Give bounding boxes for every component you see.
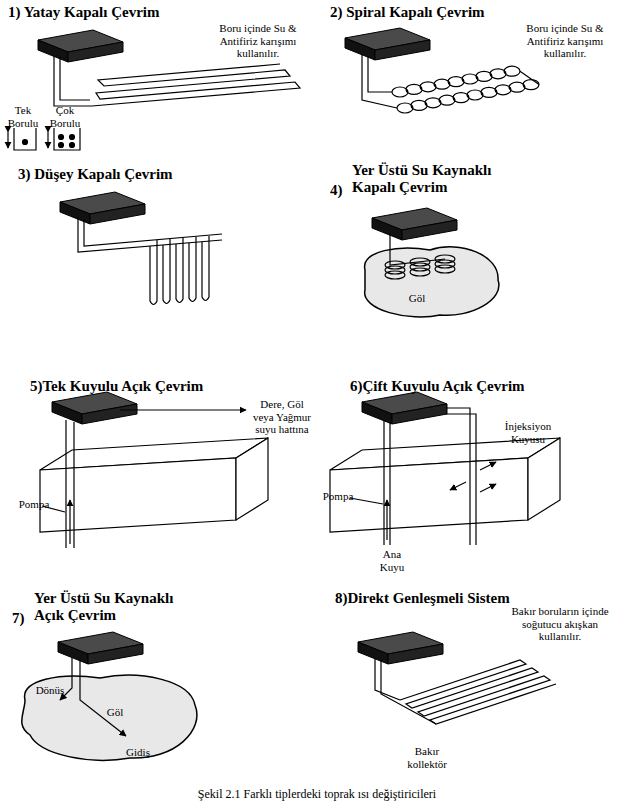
horizontal-loop [54, 56, 300, 106]
panel-title: Yer Üstü Su Kaynaklı Açık Çevrim [34, 590, 199, 625]
return-pipe [368, 56, 392, 92]
heat-pump-unit [362, 392, 447, 424]
flow-arrow [450, 482, 466, 490]
lake [22, 675, 197, 760]
note-text: Dere, Göl veya Yağmur suyu hattına [250, 398, 314, 436]
part-label: Göl [402, 292, 432, 305]
leader-line [350, 498, 383, 504]
panel-title: 1) Yatay Kapalı Çevrim [8, 4, 208, 21]
vertical-u-tube [150, 240, 157, 305]
heat-pump-unit [358, 632, 443, 664]
vertical-u-tube [202, 236, 209, 301]
flow-arrow [480, 462, 496, 470]
panel-title: 8)Direkt Genleşmeli Sistem [335, 590, 575, 607]
heat-pump-unit [372, 208, 457, 240]
ground-slab [236, 438, 268, 520]
callout-number: 7) [12, 610, 34, 627]
pipe-dot [59, 143, 64, 148]
vertical-u-tube [163, 239, 170, 304]
vertical-u-tube [176, 238, 183, 303]
part-label: Tek Borulu [2, 104, 44, 129]
panel-title: 2) Spiral Kapalı Çevrim [330, 4, 550, 21]
pipe-dot [23, 140, 28, 145]
part-label: Pompa [318, 490, 358, 503]
heat-pump-unit [38, 30, 123, 62]
figure-caption: Şekil 2.1 Farklı tiplerdeki toprak ısı d… [0, 788, 634, 802]
part-label: Bakır kollektör [398, 745, 456, 770]
header-pipe [84, 220, 222, 246]
note-text: Boru içinde Su & Antifiriz karışımı kull… [208, 22, 308, 60]
heat-pump-unit [60, 192, 145, 224]
lake-coil [385, 255, 455, 279]
depth-arrow [7, 132, 8, 148]
panel-title: 3) Düşey Kapalı Çevrim [18, 166, 238, 183]
ground-slab [330, 458, 528, 532]
part-label: Pompa [14, 498, 54, 511]
vertical-u-tube [189, 237, 196, 302]
pipe-dot [70, 135, 75, 140]
return-pipe [60, 57, 90, 100]
supply-pipe [362, 54, 397, 108]
panel-title: 5)Tek Kuyulu Açık Çevrim [30, 378, 270, 395]
part-label: Dönüş [30, 684, 70, 697]
heat-pump-unit [345, 28, 430, 60]
flow-arrow [480, 484, 496, 492]
coil-link [520, 71, 539, 84]
copper-collector [400, 660, 556, 724]
note-text: Bakır boruların içinde soğutucu akışkan … [510, 605, 610, 643]
heat-pump-unit [52, 392, 137, 424]
flow-arrow [69, 500, 70, 544]
part-label: Gidiş [118, 746, 158, 759]
supply-pipe [390, 234, 445, 265]
flow-arrow [386, 500, 387, 540]
depth-arrow [47, 132, 48, 148]
injection-well [446, 408, 476, 545]
part-label: Çok Borulu [44, 104, 86, 129]
note-text: Boru içinde Su & Antifiriz karışımı kull… [515, 22, 615, 60]
supply-pipe [80, 660, 126, 736]
spiral-coil [392, 66, 520, 97]
discharge-pipe [120, 409, 246, 410]
lake [365, 247, 499, 317]
panel-title: Yer Üstü Su Kaynaklı Kapalı Çevrim [352, 162, 517, 197]
panel-title: 6)Çift Kuyulu Açık Çevrim [350, 378, 590, 395]
part-label: Ana Kuyu [372, 548, 412, 573]
part-label: Göl [100, 706, 130, 719]
trench-section [54, 128, 80, 150]
refrigerant-pipe [375, 658, 400, 700]
trench-section [14, 128, 36, 150]
pipe-dot [59, 135, 64, 140]
part-label: İnjeksiyon Kuyusu [498, 420, 558, 445]
main-well [384, 420, 390, 545]
callout-number: 4) [330, 182, 352, 199]
ground-slab [528, 438, 560, 520]
refrigerant-pipe [381, 660, 436, 724]
pipe-dot [70, 143, 75, 148]
well-pipe [66, 420, 74, 548]
heat-pump-unit [58, 632, 143, 664]
